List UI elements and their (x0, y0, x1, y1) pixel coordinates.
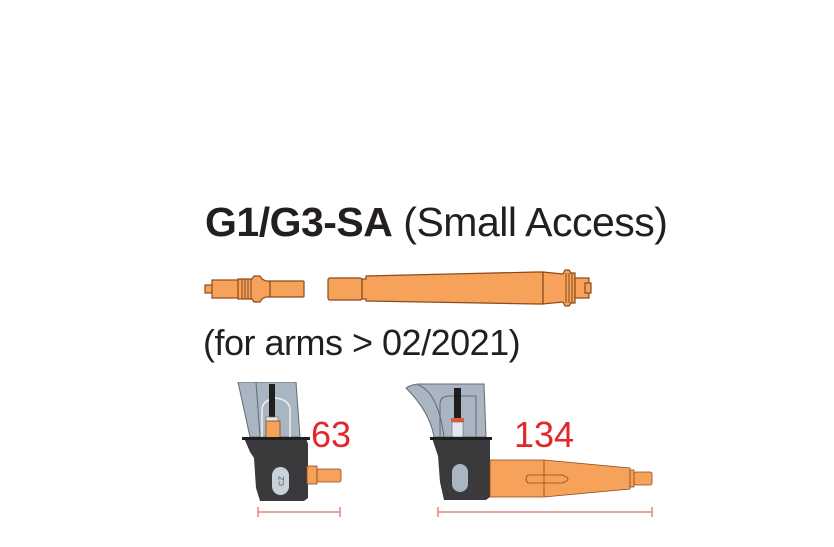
dimension-label-63: 63 (311, 414, 352, 455)
product-code: G1/G3-SA (205, 199, 393, 245)
short-configuration-diagram: cz (237, 382, 342, 517)
dimension-label-134: 134 (514, 414, 575, 455)
product-description: (Small Access) (403, 199, 668, 245)
long-configuration-diagram (405, 383, 653, 517)
tapered-holder-part-icon (327, 269, 592, 307)
short-adapter-part-icon (204, 275, 305, 303)
product-title: G1/G3-SA (Small Access) (205, 199, 668, 246)
svg-text:cz: cz (276, 476, 287, 486)
compatibility-note: (for arms > 02/2021) (203, 322, 521, 363)
